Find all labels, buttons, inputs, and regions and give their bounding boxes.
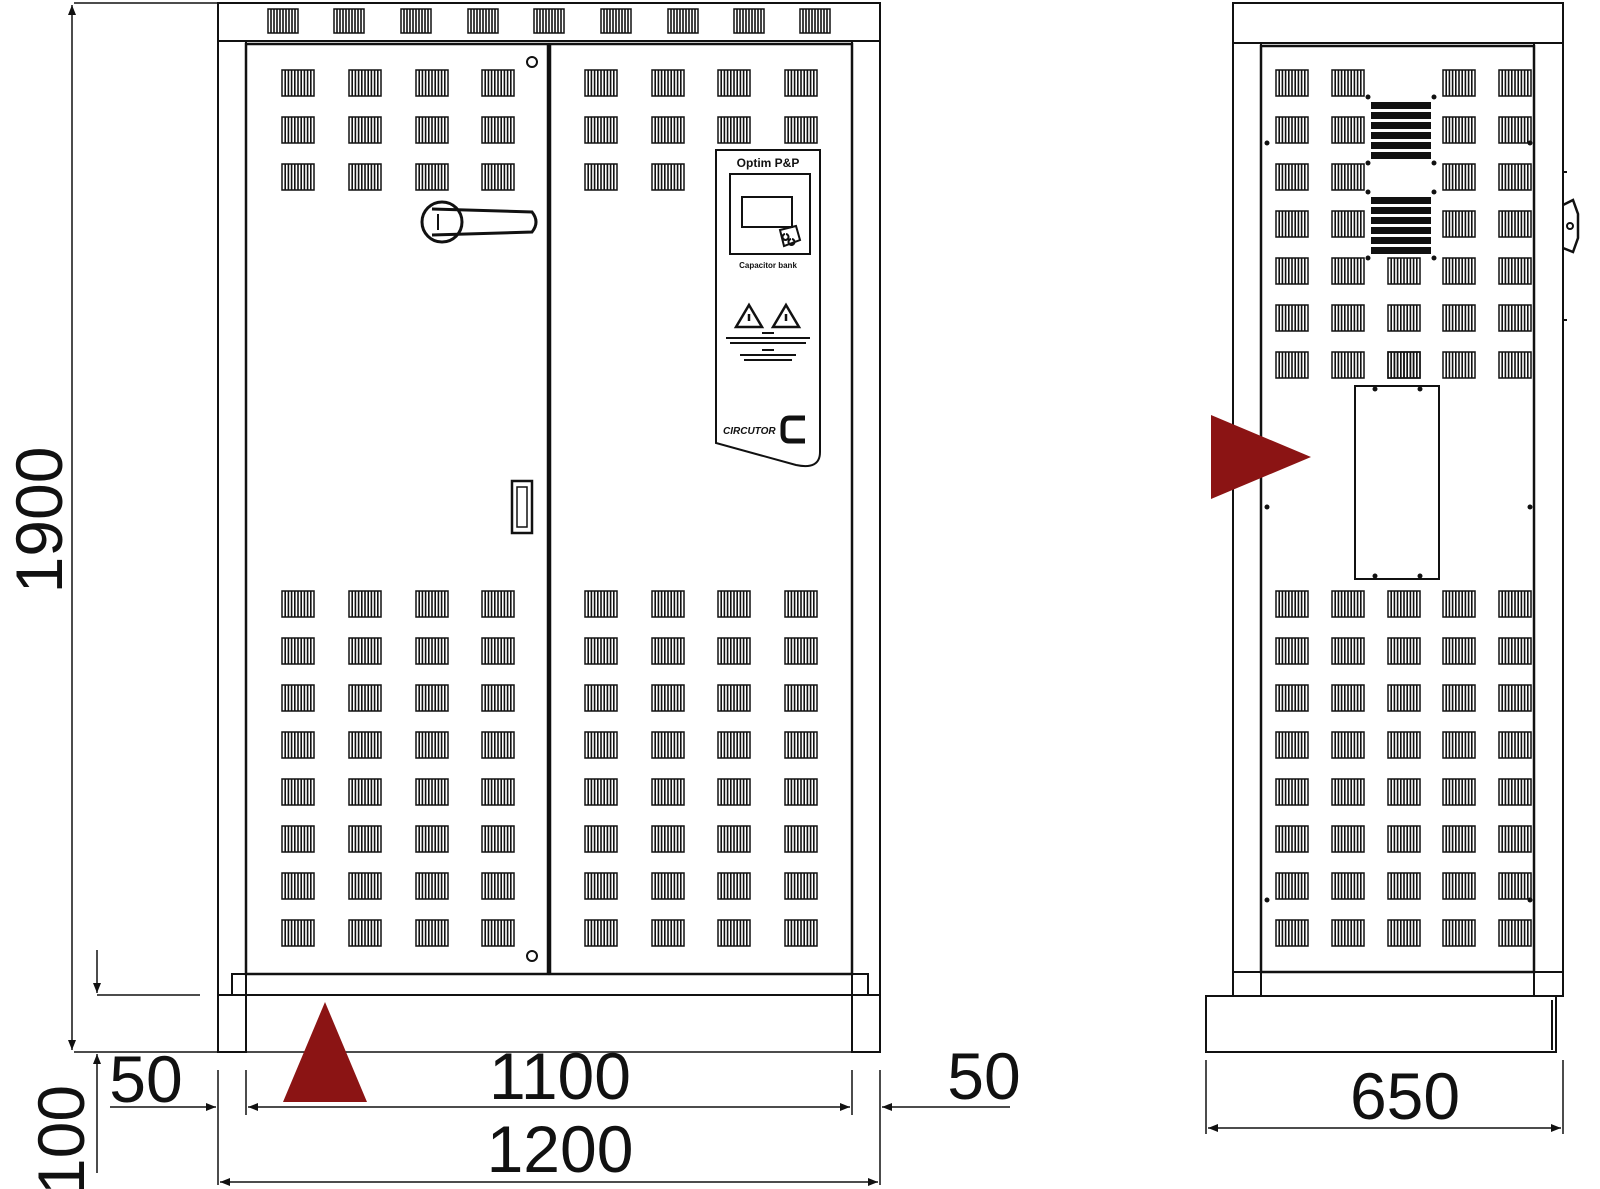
warning-icon <box>733 302 765 329</box>
fan-louvre-slat <box>1371 197 1431 204</box>
display-frame <box>729 173 811 255</box>
warning-icon <box>770 302 802 329</box>
side-base <box>1205 995 1557 1053</box>
side-plinth-strip <box>1232 971 1564 997</box>
warning-text-lines <box>726 332 810 361</box>
dimension-lines <box>68 2 1564 1186</box>
front-top-vents <box>267 8 831 34</box>
dim-total-width: 1200 <box>487 1112 634 1186</box>
dim-height-total: 1900 <box>2 447 76 594</box>
door-latch <box>510 479 534 535</box>
dim-side-right: 50 <box>947 1039 1020 1113</box>
side-fan-louvres <box>1365 94 1437 261</box>
side-view-marker-triangle <box>1211 415 1311 499</box>
front-foot-left <box>217 994 247 1053</box>
front-left-post <box>217 40 247 1053</box>
front-right-post <box>851 40 881 1053</box>
side-left-post <box>1232 42 1262 997</box>
side-access-plate <box>1354 385 1440 580</box>
fan-louvre-slat <box>1371 237 1431 244</box>
product-title: Optim P&P <box>737 156 800 170</box>
fan-louvre-slat <box>1371 132 1431 139</box>
fan-louvre-slat <box>1371 152 1431 159</box>
fan-louvre-slat <box>1371 112 1431 119</box>
fan-louvre-slat <box>1371 122 1431 129</box>
front-view-marker-triangle <box>283 1002 367 1102</box>
fan-louvre-slat <box>1371 217 1431 224</box>
side-panel-screws <box>1264 140 1533 903</box>
fan-louvre-slat <box>1371 227 1431 234</box>
display-logo-icon <box>778 224 802 248</box>
fan-louvre-slat <box>1371 142 1431 149</box>
front-view: Optim P&P Capacitor bank CIRCUTOR <box>217 2 881 1053</box>
front-top-cap <box>217 2 881 42</box>
dim-base-height: 100 <box>24 1085 98 1189</box>
dim-side-left: 50 <box>109 1042 182 1116</box>
door-screw-top <box>526 56 538 68</box>
side-access-plate-screws <box>1372 386 1423 579</box>
door-screw-bottom <box>526 950 538 962</box>
rotary-handle <box>420 200 538 244</box>
front-vent-grid <box>281 69 818 947</box>
display-screen <box>741 196 793 228</box>
side-handle <box>1562 171 1580 321</box>
brand-logo: CIRCUTOR <box>723 426 776 437</box>
side-right-post <box>1533 42 1564 997</box>
front-plinth-strip <box>231 973 869 996</box>
fan-louvre-slat <box>1371 247 1431 254</box>
label-plate: Optim P&P Capacitor bank CIRCUTOR <box>715 149 821 468</box>
side-view <box>1205 2 1580 1053</box>
brand-logo-icon <box>780 415 805 444</box>
dim-inner-width: 1100 <box>489 1039 631 1113</box>
product-caption: Capacitor bank <box>739 261 797 270</box>
dim-depth: 650 <box>1350 1059 1460 1133</box>
side-top-cap <box>1232 2 1564 44</box>
fan-louvre-slat <box>1371 207 1431 214</box>
front-foot-right <box>851 994 881 1053</box>
fan-louvre-slat <box>1371 102 1431 109</box>
side-vent-grid <box>1275 69 1532 947</box>
